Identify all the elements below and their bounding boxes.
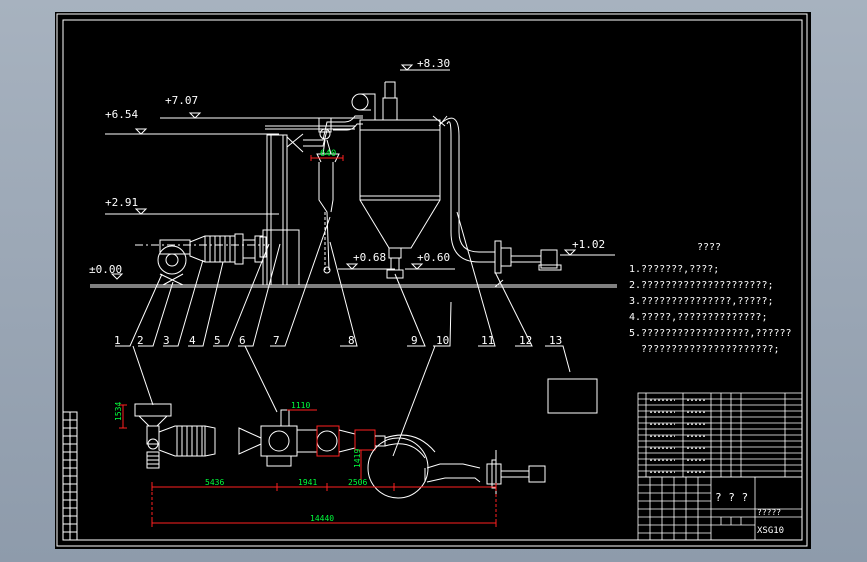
elevation-view <box>90 64 617 288</box>
note-3: 3.???????????????,?????; <box>629 296 774 307</box>
notes-title: ???? <box>697 242 721 253</box>
note-5: 5.??????????????????,?????? <box>629 328 792 339</box>
process-drawing: +8.30 +7.07 +6.54 +2.91 ±0.00 +0.68 +0.6… <box>56 13 808 547</box>
elev-707: +7.07 <box>165 94 198 107</box>
callout-10: 10 <box>436 334 449 347</box>
callouts <box>115 211 571 457</box>
dim-2506: 2506 <box>348 478 367 487</box>
drawing-number: XSG10 <box>757 526 784 536</box>
big-cyclone <box>359 119 441 201</box>
dim-1419: 1419 <box>353 449 362 468</box>
dim-1534: 1534 <box>114 402 123 421</box>
callout-11: 11 <box>481 334 494 347</box>
dim-5436: 5436 <box>205 478 224 487</box>
title-name: ? ? ? <box>715 491 748 504</box>
plan-dimensions <box>119 404 497 527</box>
note-4: 4.?????,??????????????; <box>629 312 767 323</box>
note-5-cont: ??????????????????????; <box>629 344 780 355</box>
callout-3: 3 <box>163 334 170 347</box>
elev-830: +8.30 <box>417 57 450 70</box>
note-2: 2.?????????????????????; <box>629 280 774 291</box>
plan-cyclone <box>367 437 429 499</box>
dim-14440: 14440 <box>310 514 334 523</box>
callout-5: 5 <box>214 334 221 347</box>
item-13-box <box>547 378 598 414</box>
callout-8: 8 <box>348 334 355 347</box>
plan-view <box>134 403 546 499</box>
callout-9: 9 <box>411 334 418 347</box>
callout-4: 4 <box>189 334 196 347</box>
dim-1110: 1110 <box>291 401 310 410</box>
callout-7: 7 <box>273 334 280 347</box>
dim-1941: 1941 <box>298 478 317 487</box>
revision-strip <box>62 411 78 541</box>
elev-102: +1.02 <box>572 238 605 251</box>
callout-1: 1 <box>114 334 121 347</box>
elev-291: +2.91 <box>105 196 138 209</box>
elev-068: +0.68 <box>353 251 386 264</box>
title-block <box>637 392 803 541</box>
callout-6: 6 <box>239 334 246 347</box>
callout-13: 13 <box>549 334 562 347</box>
technical-notes: ???? 1.???????,????; 2.?????????????????… <box>629 242 792 355</box>
callout-12: 12 <box>519 334 532 347</box>
inner-border <box>62 19 803 541</box>
elev-654: +6.54 <box>105 108 138 121</box>
title-company: ????? <box>757 508 781 517</box>
drawing-sheet[interactable]: +8.30 +7.07 +6.54 +2.91 ±0.00 +0.68 +0.6… <box>55 12 811 549</box>
dim-640: 640 <box>320 149 336 159</box>
callout-2: 2 <box>137 334 144 347</box>
elev-000: ±0.00 <box>89 263 122 276</box>
outer-border <box>56 13 808 547</box>
elev-060: +0.60 <box>417 251 450 264</box>
drying-tower <box>266 134 288 286</box>
note-1: 1.???????,????; <box>629 264 719 275</box>
